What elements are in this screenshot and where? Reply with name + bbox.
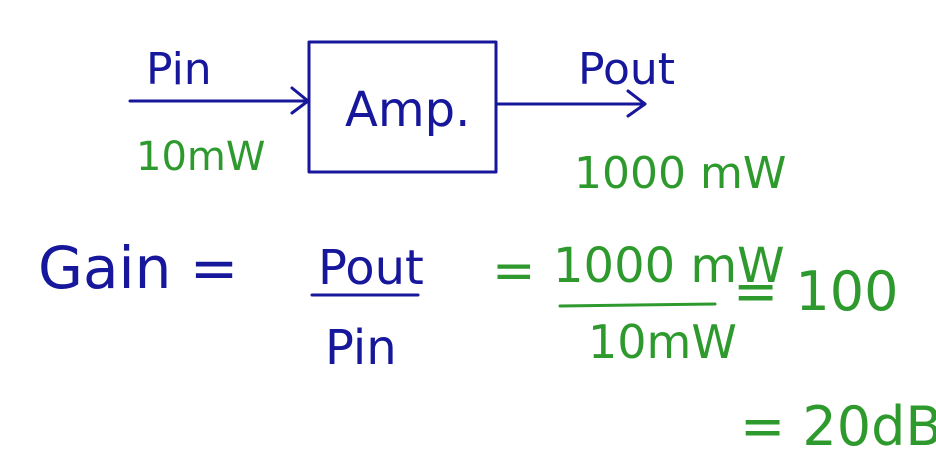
input-label: Pin (146, 44, 212, 95)
input-value: 10mW (136, 134, 265, 180)
fraction2-bar (558, 302, 717, 308)
fraction2-denominator: 10mW (588, 315, 737, 369)
gain-ratio-result: = 100 (733, 260, 898, 323)
amplifier-box (307, 40, 498, 174)
output-label: Pout (578, 44, 675, 95)
output-arrow (495, 89, 647, 118)
gain-lhs: Gain = (38, 234, 238, 302)
amplifier-label: Amp. (345, 82, 470, 138)
gain-db-result: = 20dB (740, 395, 936, 458)
gain-equation: Gain = Pout Pin = 1000 mW 10mW = 100 = 2… (38, 234, 936, 458)
fraction1-denominator: Pin (325, 320, 397, 376)
block-diagram: Pin 10mW Amp. Pout 1000 mW (128, 40, 786, 199)
equals-2: = (492, 241, 536, 301)
output-value: 1000 mW (574, 148, 786, 199)
fraction1-numerator: Pout (318, 240, 424, 296)
fraction2-numerator: 1000 mW (553, 238, 785, 294)
